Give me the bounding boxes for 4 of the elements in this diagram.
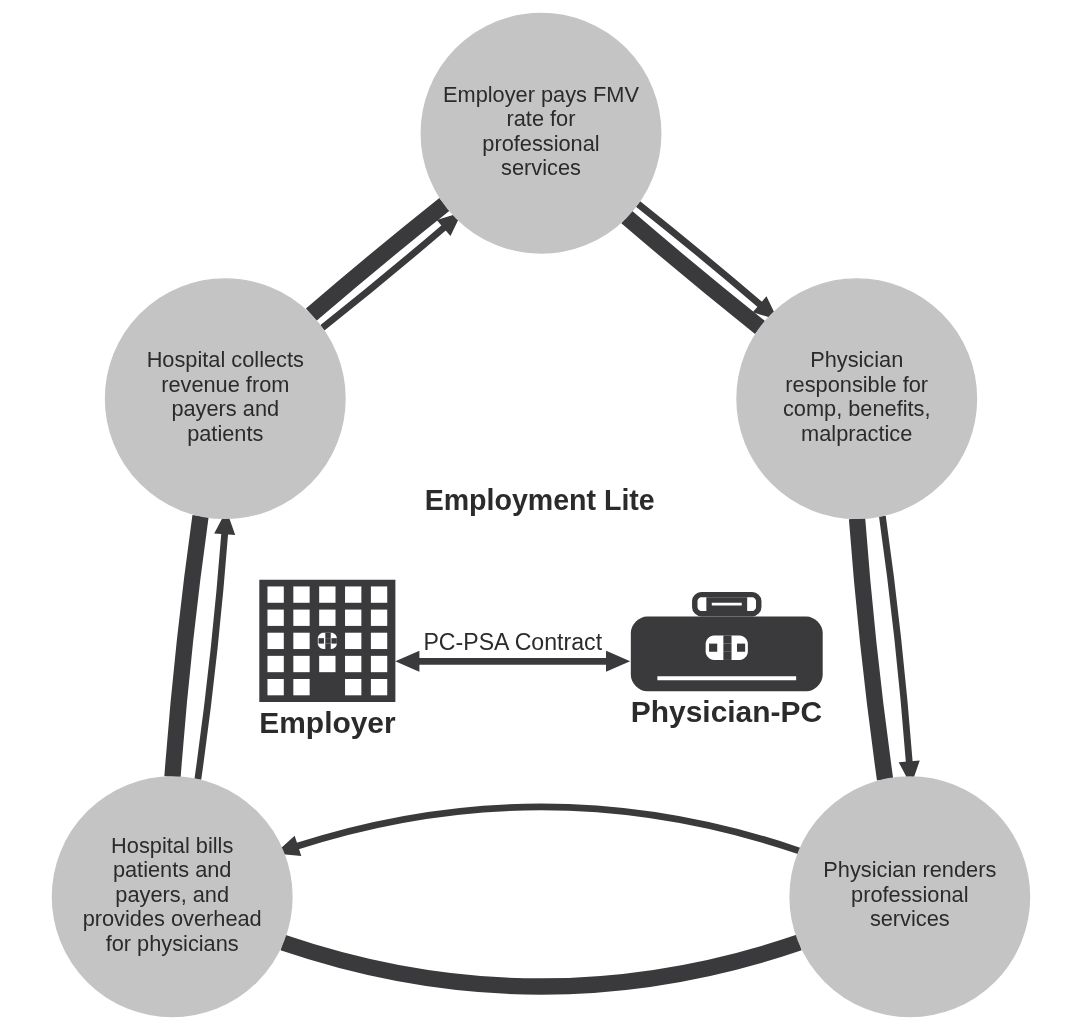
node-label: Physician-PC — [630, 694, 822, 728]
edge-label: PC-PSA Contract — [422, 628, 602, 655]
label: Employment Lite — [424, 483, 655, 516]
node-label: Employer — [258, 705, 396, 739]
